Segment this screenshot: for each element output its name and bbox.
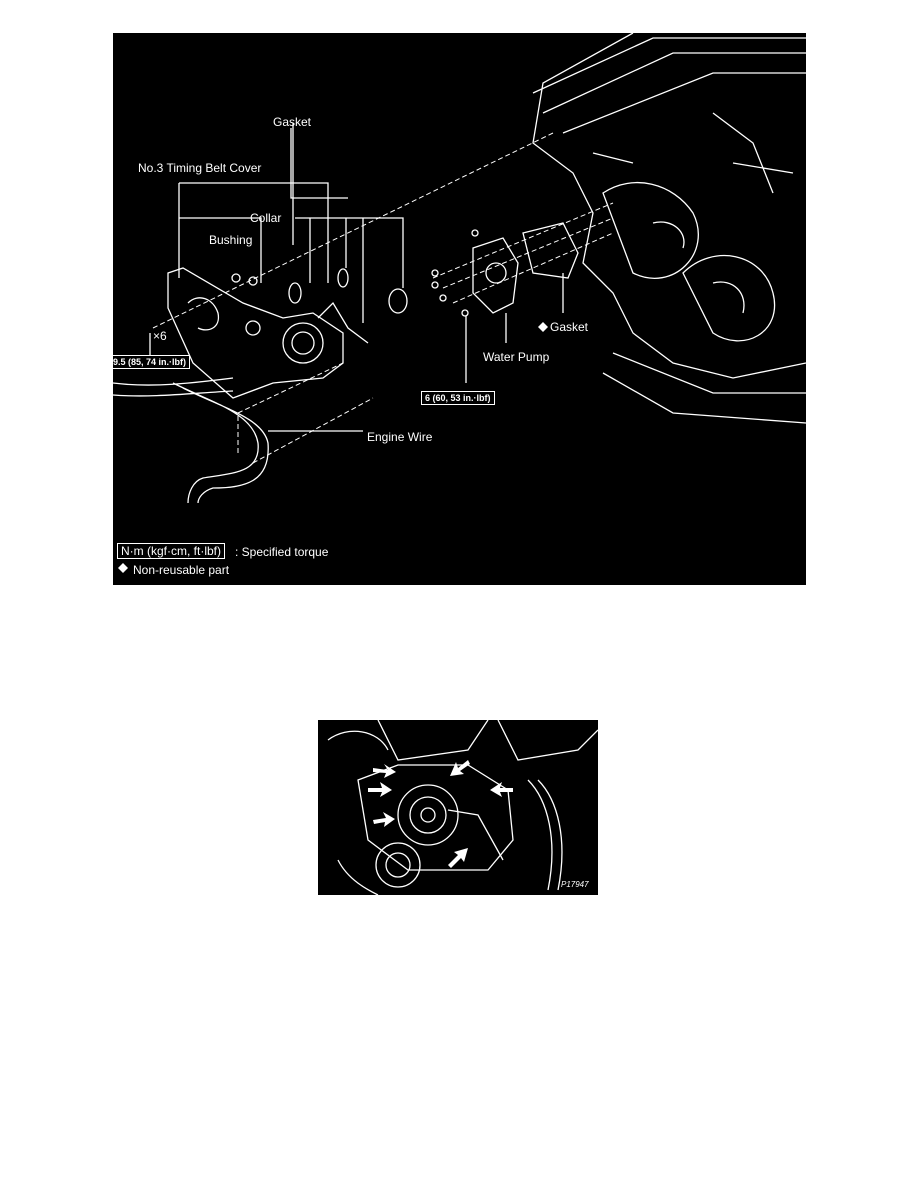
label-times-six: ×6 — [153, 329, 167, 343]
legend-non-reusable: Non-reusable part — [133, 563, 230, 577]
label-engine-wire: Engine Wire — [367, 430, 433, 444]
label-water-pump: Water Pump — [483, 350, 550, 364]
water-pump-bolt-location-photo: P17947 — [318, 720, 598, 895]
label-bushing: Bushing — [209, 233, 253, 247]
diagram-linework — [113, 33, 806, 573]
legend-torque-unit: N·m (kgf·cm, ft·lbf) — [117, 543, 225, 559]
label-gasket: Gasket — [273, 115, 312, 129]
label-gasket-water-pump: Gasket — [550, 320, 589, 334]
legend-torque-desc: : Specified torque — [235, 545, 329, 559]
water-pump-exploded-diagram: Gasket No.3 Timing Belt Cover Collar Bus… — [113, 33, 806, 585]
torque-spec-water-pump-bolts: 6 (60, 53 in.·lbf) — [421, 391, 495, 405]
label-collar: Collar — [250, 211, 282, 225]
torque-spec-cover-bolts: 9.5 (85, 74 in.·lbf) — [113, 355, 191, 369]
photo-linework — [327, 720, 598, 895]
figure-code: P17947 — [561, 880, 589, 889]
label-no3-timing-belt-cover: No.3 Timing Belt Cover — [138, 161, 262, 175]
